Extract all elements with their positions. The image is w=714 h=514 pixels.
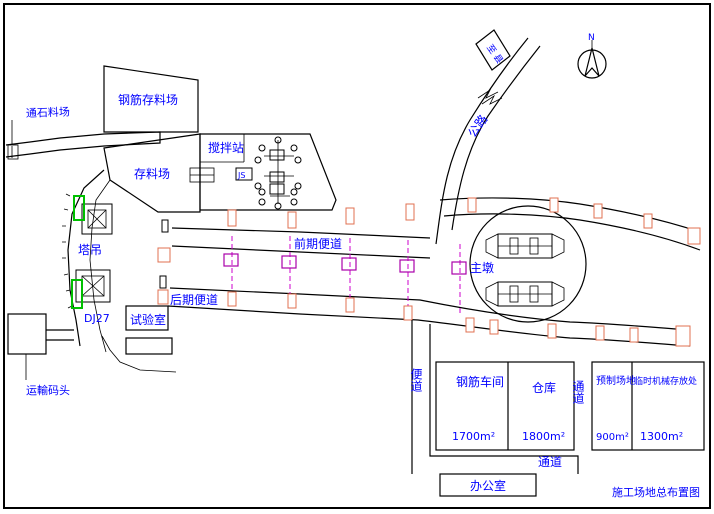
quarry-road-label: 通石料场 (26, 104, 70, 120)
county-road-sign: 至 县 (475, 29, 511, 71)
steel-yard-label: 钢筋存料场 (118, 92, 178, 107)
workshop-rebar: 钢筋车间 1700m² (452, 374, 504, 443)
drawing-frame (3, 3, 711, 509)
front-access-label: 前期便道 (294, 236, 342, 251)
office-building (439, 473, 537, 497)
side-road-label: 便道 (409, 368, 423, 392)
main-pier-cofferdam (469, 205, 587, 323)
workshop-machinery-name: 临时机械存放处 (634, 375, 697, 387)
mixer-array (254, 136, 302, 210)
shed-building (125, 337, 173, 355)
crane-tag-label: DJ27 (84, 312, 110, 325)
office-label: 办公室 (470, 478, 506, 493)
workshop-machinery: 临时机械存放处 1300m² (634, 375, 697, 443)
access-road-label: 通道 (538, 455, 562, 469)
wharf-label: 运輸码头 (26, 383, 70, 397)
north-arrow: N (577, 33, 607, 79)
tower-crane-lower (71, 269, 111, 309)
mixer-tag: JS (237, 171, 245, 180)
workshop-warehouse-name: 仓库 (532, 380, 556, 395)
workshop-warehouse-area: 1800m² (522, 430, 565, 443)
rear-access-road (167, 197, 701, 347)
quarry-haul-road (5, 131, 161, 160)
front-access-road (171, 227, 431, 259)
storage-yard (103, 133, 201, 213)
workshop-rebar-name: 钢筋车间 (456, 374, 504, 389)
drawing-title: 施工场地总布置图 (612, 485, 700, 499)
north-arrow-label: N (588, 33, 595, 43)
access-road-label-vertical: 通道 (571, 380, 585, 404)
embankment (62, 169, 111, 353)
highway (435, 37, 541, 245)
mixing-station-label: 搅拌站 (208, 140, 244, 155)
transport-wharf (7, 313, 74, 380)
site-boundary-west (101, 335, 177, 373)
lab-label: 试验室 (130, 312, 166, 327)
mixing-station (189, 133, 337, 211)
workshop-precast-name: 预制场地 (596, 374, 636, 387)
rear-access-label: 后期便道 (170, 293, 218, 307)
workshop-warehouse: 仓库 1800m² (522, 380, 565, 443)
tower-crane-upper (73, 195, 113, 235)
lab-building (125, 305, 169, 331)
workshop-precast: 预制场地 900m² (596, 374, 636, 443)
workshop-precast-area: 900m² (596, 432, 629, 443)
workshop-rebar-area: 1700m² (452, 430, 495, 443)
highway-label: 公路 (464, 112, 490, 140)
storage-yard-label: 存料场 (134, 167, 170, 181)
workshop-block (435, 361, 705, 451)
bridge-piers (157, 197, 701, 347)
side-road (411, 320, 579, 474)
main-pier-label: 主墩 (470, 261, 494, 275)
survey-marker-upper (161, 219, 169, 233)
steel-storage-yard (103, 65, 199, 133)
survey-marker-lower (159, 275, 167, 289)
pier-axis-markers (223, 236, 467, 316)
tower-crane-label: 塔吊 (78, 243, 102, 257)
workshop-machinery-area: 1300m² (640, 430, 683, 443)
